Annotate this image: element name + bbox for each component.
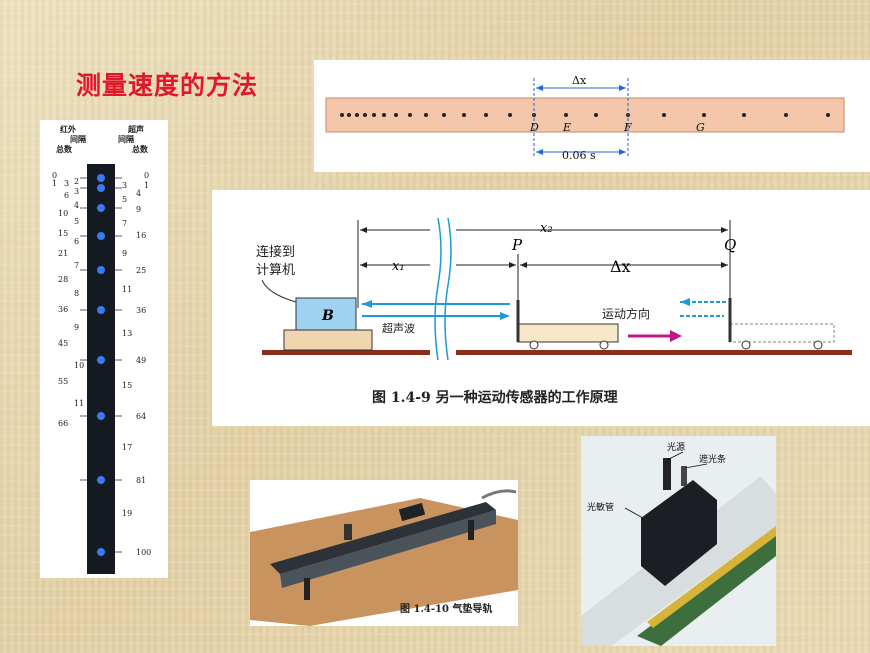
delta-x-label: Δx <box>610 257 631 276</box>
right-header-1: 超声 <box>127 124 144 134</box>
computer-label-1: 连接到 <box>256 244 295 260</box>
left-header-3: 总数 <box>56 144 73 154</box>
point-label-f: F <box>623 121 632 134</box>
photogate-panel: 光源 遮光条 光敏管 <box>581 436 776 646</box>
computer-label-2: 计算机 <box>256 263 295 278</box>
air-track-diagram: 图 1.4-10 气垫导轨 <box>250 489 518 626</box>
right-value: 7 <box>122 219 127 228</box>
right-value: 100 <box>136 548 151 557</box>
right-value: 0 <box>144 171 149 180</box>
left-value: 2 <box>74 177 79 186</box>
x1-label: x₁ <box>392 259 405 274</box>
glider <box>398 502 426 522</box>
left-value: 8 <box>74 289 79 298</box>
right-header-2: 间隔 <box>118 134 134 144</box>
shade-strip-label: 遮光条 <box>699 453 726 465</box>
left-value: 10 <box>74 361 84 370</box>
photogate-body <box>641 480 717 586</box>
ultrasound-label: 超声波 <box>382 321 415 335</box>
point-label-e: E <box>562 121 571 134</box>
ticker-tape-diagram: Δx 0.06 s D E F G <box>325 74 845 162</box>
track <box>262 350 852 355</box>
timing-strip-diagram: 红外 间隔 总数 超声 间隔 总数 0 1 3 2 6 3 4 <box>52 124 151 574</box>
q-label: Q <box>724 236 736 254</box>
direction-label: 运动方向 <box>602 306 650 321</box>
photo-tube-label: 光敏管 <box>587 501 614 513</box>
time-interval-label: 0.06 s <box>562 149 596 162</box>
point-label-d: D <box>529 121 539 134</box>
right-value: 13 <box>122 329 132 338</box>
right-header-3: 总数 <box>132 144 149 154</box>
ticker-tape-panel: Δx 0.06 s D E F G <box>314 60 870 172</box>
right-value: 11 <box>122 285 132 294</box>
left-value: 4 <box>74 201 79 210</box>
right-value: 25 <box>136 266 146 275</box>
sensor-block <box>295 297 357 331</box>
light-source-label: 光源 <box>667 441 685 453</box>
air-track-caption: 图 1.4-10 气垫导轨 <box>400 602 492 615</box>
left-value: 1 <box>52 179 57 188</box>
left-value: 9 <box>74 323 79 332</box>
delta-x-label: Δx <box>572 74 587 87</box>
left-value: 55 <box>58 377 68 386</box>
left-value: 21 <box>58 249 68 258</box>
p-label: P <box>511 236 523 254</box>
right-value: 9 <box>122 249 127 258</box>
tape-dots <box>340 113 830 117</box>
strip-dots <box>97 174 105 556</box>
cart-q <box>729 323 835 343</box>
left-scale: 0 1 3 2 6 3 4 10 5 15 6 21 7 28 8 36 9 4… <box>52 171 84 428</box>
right-scale: 0 1 3 4 5 9 7 16 9 25 11 36 13 49 15 64 … <box>122 171 151 557</box>
left-header-1: 红外 <box>60 124 76 134</box>
right-value: 1 <box>144 181 149 190</box>
left-value: 10 <box>58 209 68 218</box>
sensor-base <box>283 329 373 351</box>
left-value: 0 <box>52 171 57 180</box>
sensor-block-label: B <box>321 308 334 324</box>
left-value: 6 <box>74 237 79 246</box>
left-header-2: 间隔 <box>70 134 86 144</box>
left-value: 3 <box>64 179 69 188</box>
left-value: 11 <box>74 399 84 408</box>
right-value: 64 <box>136 412 146 421</box>
right-value: 4 <box>136 189 141 198</box>
right-value: 49 <box>136 356 146 365</box>
motion-sensor-diagram: x₂ x₁ Δx P Q 连接到 计算机 B 超声波 运动方向 图 1.4-9 … <box>256 217 852 406</box>
right-value: 17 <box>122 443 132 452</box>
right-value: 36 <box>136 306 146 315</box>
cart-p <box>517 323 619 343</box>
left-value: 6 <box>64 191 69 200</box>
left-value: 28 <box>58 275 68 284</box>
left-value: 15 <box>58 229 68 238</box>
air-track-panel: 图 1.4-10 气垫导轨 <box>250 480 518 626</box>
right-value: 5 <box>122 195 127 204</box>
right-value: 3 <box>122 181 127 190</box>
right-value: 15 <box>122 381 132 390</box>
left-value: 66 <box>58 419 68 428</box>
timing-strip-panel: 红外 间隔 总数 超声 间隔 总数 0 1 3 2 6 3 4 <box>40 120 168 578</box>
left-value: 45 <box>58 339 68 348</box>
slide-title: 测量速度的方法 <box>76 71 259 100</box>
right-value: 19 <box>122 509 132 518</box>
x2-label: x₂ <box>540 221 553 236</box>
point-label-g: G <box>696 121 705 134</box>
left-value: 7 <box>74 261 79 270</box>
left-value: 5 <box>74 217 79 226</box>
right-value: 16 <box>136 231 146 240</box>
track-rail <box>270 502 496 574</box>
right-value: 9 <box>136 205 141 214</box>
left-value: 3 <box>74 187 79 196</box>
sensor-caption: 图 1.4-9 另一种运动传感器的工作原理 <box>372 389 618 406</box>
right-value: 81 <box>136 476 146 485</box>
motion-sensor-panel: x₂ x₁ Δx P Q 连接到 计算机 B 超声波 运动方向 图 1.4-9 … <box>212 190 870 426</box>
photogate-diagram: 光源 遮光条 光敏管 <box>581 436 776 646</box>
left-value: 36 <box>58 305 68 314</box>
